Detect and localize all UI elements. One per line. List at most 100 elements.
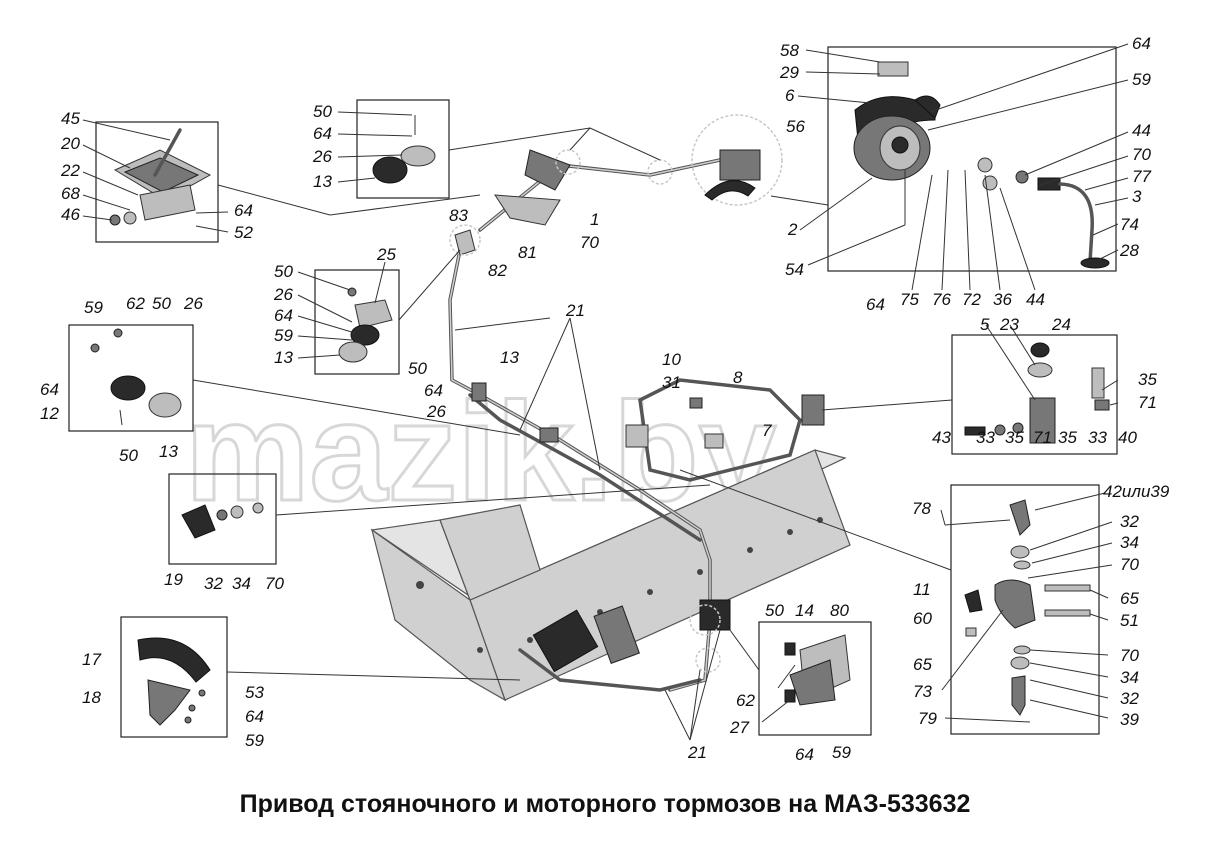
- part-label: 65: [913, 655, 932, 674]
- part-label: 64: [1132, 34, 1151, 53]
- detail-box-lower-valve: [950, 484, 1100, 735]
- part-label: 13: [274, 348, 293, 367]
- part-label: 24: [1051, 315, 1071, 334]
- part-label: 64: [795, 745, 814, 764]
- part-label: 26: [312, 147, 332, 166]
- detail-box-fitting: [168, 473, 277, 565]
- detail-box-harness-clamp: [120, 616, 228, 738]
- part-label: 50: [119, 446, 138, 465]
- part-label: 58: [780, 41, 799, 60]
- part-label: 44: [1132, 121, 1151, 140]
- part-label: 68: [61, 184, 80, 203]
- part-label: 13: [500, 348, 519, 367]
- part-label: 56: [786, 117, 805, 136]
- part-label: 23: [999, 315, 1019, 334]
- part-label: 52: [234, 223, 253, 242]
- part-label: 5: [980, 315, 990, 334]
- part-label: 39: [1120, 710, 1139, 729]
- part-label: 17: [82, 650, 101, 669]
- part-label: 35: [1058, 428, 1077, 447]
- detail-box-crane: [827, 46, 1117, 272]
- part-label: 73: [913, 682, 932, 701]
- part-label: 70: [1120, 646, 1139, 665]
- part-label: 59: [274, 326, 293, 345]
- part-label: 75: [900, 290, 919, 309]
- part-label: 42или39: [1103, 482, 1170, 501]
- part-label: 27: [729, 718, 749, 737]
- part-label: 21: [565, 301, 585, 320]
- part-label: 33: [976, 428, 995, 447]
- part-label: 59: [832, 743, 851, 762]
- part-label: 59: [1132, 70, 1151, 89]
- part-label: 25: [376, 245, 396, 264]
- part-label: 26: [426, 402, 446, 421]
- part-label: 71: [1138, 393, 1157, 412]
- part-label: 34: [1120, 533, 1139, 552]
- part-label: 65: [1120, 589, 1139, 608]
- part-label: 11: [913, 580, 931, 599]
- part-label: 43: [932, 428, 951, 447]
- part-label: 62: [736, 691, 755, 710]
- part-label: 60: [913, 609, 932, 628]
- part-label: 7: [762, 421, 772, 440]
- part-label: 36: [993, 290, 1012, 309]
- part-label: 46: [61, 205, 80, 224]
- part-label: 70: [1132, 145, 1151, 164]
- part-label: 53: [245, 683, 264, 702]
- part-label: 71: [1033, 428, 1052, 447]
- detail-box-valve: [951, 334, 1118, 455]
- part-label: 3: [1132, 187, 1142, 206]
- detail-box-valve-bracket: [758, 621, 872, 736]
- part-label: 78: [912, 499, 931, 518]
- part-label: 20: [60, 134, 80, 153]
- part-label: 32: [1120, 689, 1139, 708]
- detail-box-clamp-top: [356, 99, 450, 199]
- part-label: 80: [830, 601, 849, 620]
- part-label: 28: [1119, 241, 1139, 260]
- part-label: 70: [1120, 555, 1139, 574]
- part-label: 40: [1118, 428, 1137, 447]
- part-label: 14: [795, 601, 814, 620]
- part-label: 34: [232, 574, 251, 593]
- part-label: 32: [204, 574, 223, 593]
- part-label: 21: [687, 743, 707, 762]
- part-label: 79: [918, 709, 937, 728]
- detail-box-lever: [95, 121, 219, 243]
- part-label: 76: [932, 290, 951, 309]
- part-label: 10: [662, 350, 681, 369]
- part-label: 35: [1138, 370, 1157, 389]
- part-label: 70: [265, 574, 284, 593]
- part-label: 81: [518, 243, 537, 262]
- part-label: 74: [1120, 215, 1139, 234]
- part-label: 59: [84, 298, 103, 317]
- part-label: 32: [1120, 512, 1139, 531]
- part-label: 72: [962, 290, 981, 309]
- part-label: 64: [424, 381, 443, 400]
- part-label: 59: [245, 731, 264, 750]
- part-label: 12: [40, 404, 59, 423]
- part-label: 26: [273, 285, 293, 304]
- part-label: 13: [313, 172, 332, 191]
- part-labels: 58 29 64 6 59 56 44 70 77 3 74 28 2 54 6…: [40, 34, 1170, 764]
- part-label: 64: [866, 295, 885, 314]
- part-label: 64: [245, 707, 264, 726]
- part-label: 33: [1088, 428, 1107, 447]
- part-label: 19: [164, 570, 183, 589]
- part-label: 51: [1120, 611, 1139, 630]
- part-label: 8: [733, 368, 743, 387]
- part-label: 31: [662, 373, 681, 392]
- part-label: 2: [787, 220, 798, 239]
- part-label: 34: [1120, 668, 1139, 687]
- part-label: 64: [313, 124, 332, 143]
- part-label: 54: [785, 260, 804, 279]
- part-label: 45: [61, 109, 80, 128]
- part-label: 26: [183, 294, 203, 313]
- detail-box-bracket: [314, 269, 400, 375]
- part-label: 29: [779, 63, 799, 82]
- part-label: 82: [488, 261, 507, 280]
- part-label: 50: [313, 102, 332, 121]
- center-parts: [449, 114, 825, 673]
- part-label: 64: [234, 201, 253, 220]
- part-label: 77: [1132, 167, 1151, 186]
